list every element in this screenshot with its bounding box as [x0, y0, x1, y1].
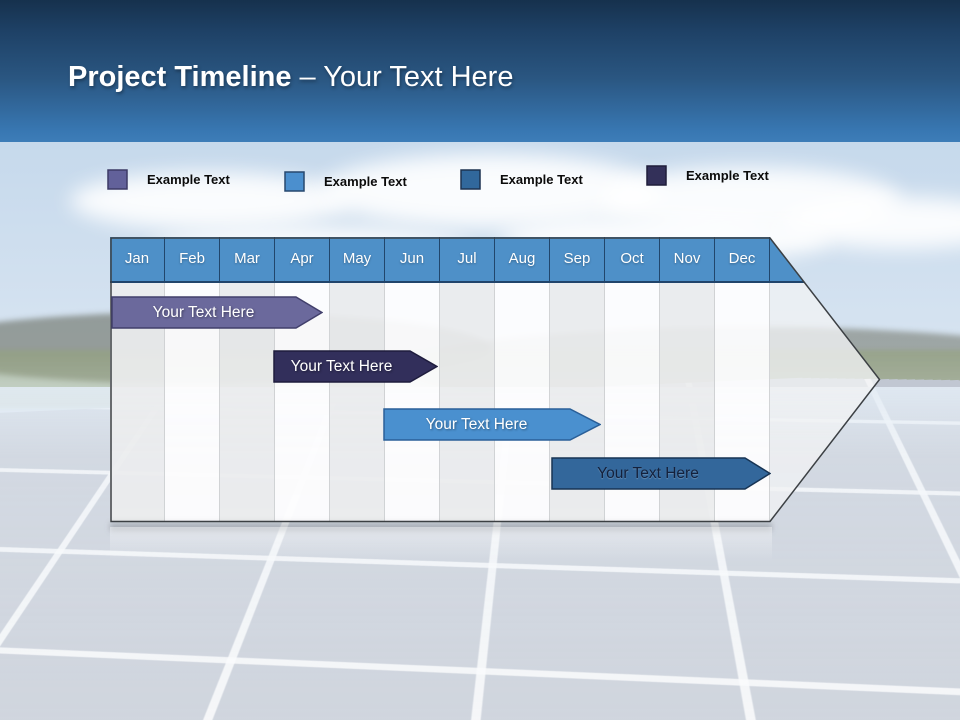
bar-label[interactable]: Your Text Here [290, 358, 393, 375]
arrow-bar-shape [383, 408, 601, 441]
legend-swatch-icon [284, 171, 305, 192]
legend-swatch-icon [460, 169, 481, 190]
legend-item-2[interactable]: Example Text [284, 171, 407, 192]
bar-label[interactable]: Your Text Here [597, 465, 699, 482]
title-suffix: – Your Text Here [291, 61, 514, 93]
legend-item-3[interactable]: Example Text [460, 169, 583, 190]
legend-swatch-icon [646, 165, 667, 186]
legend-label: Example Text [324, 174, 407, 189]
month-cell-nov[interactable]: Nov [660, 237, 715, 281]
timeline-bar-1[interactable]: Your Text Here [111, 296, 323, 329]
timeline-bar-3[interactable]: Your Text Here [383, 408, 601, 441]
timeline-shadow [110, 523, 772, 531]
timeline-chart: Jan Feb Mar Apr May Jun Jul Aug Sep Oct … [110, 237, 882, 561]
month-cell-mar[interactable]: Mar [220, 237, 275, 281]
month-cell-dec[interactable]: Dec [715, 237, 770, 281]
legend-label: Example Text [147, 172, 230, 187]
legend-swatch-icon [107, 169, 128, 190]
month-cell-may[interactable]: May [330, 237, 385, 281]
month-cell-jan[interactable]: Jan [110, 237, 165, 281]
month-header-wedge [770, 237, 880, 281]
timeline-bar-4[interactable]: Your Text Here [551, 457, 771, 490]
timeline-bar-2[interactable]: Your Text Here [273, 350, 438, 383]
bar-label[interactable]: Your Text Here [425, 416, 528, 433]
title-main: Project Timeline [68, 61, 292, 93]
arrow-bar-shape [551, 457, 771, 490]
legend-item-4[interactable]: Example Text [646, 165, 769, 186]
month-cell-apr[interactable]: Apr [275, 237, 330, 281]
legend-item-1[interactable]: Example Text [107, 169, 230, 190]
month-cell-feb[interactable]: Feb [165, 237, 220, 281]
timeline-reflection [110, 527, 772, 561]
arrow-bar-shape [111, 296, 323, 329]
month-cell-jul[interactable]: Jul [440, 237, 495, 281]
page-title[interactable]: Project Timeline – Your Text Here [68, 58, 513, 96]
title-banner: Project Timeline – Your Text Here [0, 0, 960, 142]
month-cell-aug[interactable]: Aug [495, 237, 550, 281]
month-cell-jun[interactable]: Jun [385, 237, 440, 281]
bar-label[interactable]: Your Text Here [152, 304, 255, 321]
legend-label: Example Text [686, 168, 769, 183]
arrow-bar-shape [273, 350, 438, 383]
month-header-row: Jan Feb Mar Apr May Jun Jul Aug Sep Oct … [110, 237, 880, 283]
month-cell-oct[interactable]: Oct [605, 237, 660, 281]
legend-label: Example Text [500, 172, 583, 187]
legend: Example Text Example Text Example Text E… [0, 163, 960, 197]
month-cell-sep[interactable]: Sep [550, 237, 605, 281]
